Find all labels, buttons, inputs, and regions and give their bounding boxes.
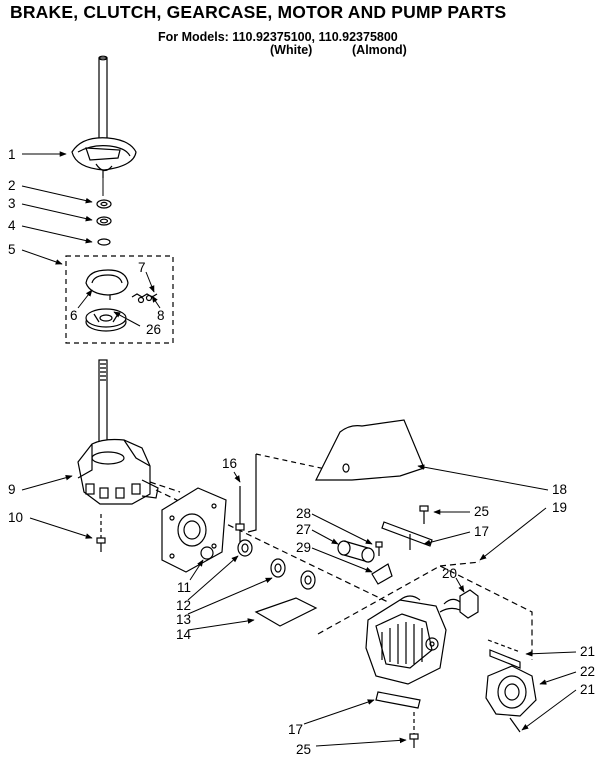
washer-part-2 [96, 199, 112, 209]
callout-13: 13 [176, 612, 191, 627]
callout-22: 22 [580, 664, 595, 679]
callout-1: 1 [8, 147, 16, 162]
callout-18: 18 [552, 482, 567, 497]
clutch-hub-part-26 [85, 308, 127, 332]
callout-6: 6 [70, 308, 78, 323]
callout-25-lower: 25 [296, 742, 311, 757]
shield-part-18 [315, 419, 425, 481]
bracket-part-17-lower [375, 691, 421, 709]
models-line: For Models: 110.92375100, 110.92375800 [158, 30, 398, 44]
switch-part-20 [439, 589, 479, 619]
callout-12: 12 [176, 598, 191, 613]
bracket-part-17-upper [381, 521, 433, 547]
callout-17-upper: 17 [474, 524, 489, 539]
agitator-shaft-upper [98, 55, 108, 151]
agitator-shaft-lower [98, 359, 108, 451]
coupling-part-13 [270, 558, 316, 590]
seal-part-3 [96, 216, 112, 226]
variant-white: (White) [270, 43, 313, 57]
callout-19: 19 [552, 500, 567, 515]
callout-28: 28 [296, 506, 311, 521]
callout-25-upper: 25 [474, 504, 489, 519]
callout-10: 10 [8, 510, 23, 525]
callout-21-lower: 21 [580, 682, 595, 697]
motor [365, 595, 447, 685]
screw-part-16 [235, 486, 245, 542]
callout-20: 20 [442, 566, 457, 581]
callout-17-lower: 17 [288, 722, 303, 737]
callout-8: 8 [157, 308, 165, 323]
callout-11: 11 [177, 580, 191, 595]
gearcase-part-9 [77, 438, 159, 505]
pad-part-14 [254, 597, 318, 627]
callout-3: 3 [8, 196, 16, 211]
page-title: BRAKE, CLUTCH, GEARCASE, MOTOR AND PUMP … [10, 2, 507, 22]
callout-14: 14 [176, 627, 192, 642]
capacitor-part-27 [337, 540, 375, 563]
mount-plate [161, 487, 227, 573]
callout-21-upper: 21 [580, 644, 595, 659]
clip-part-29 [371, 563, 393, 585]
callout-9: 9 [8, 482, 16, 497]
ring-part-4 [97, 238, 111, 246]
callout-4: 4 [8, 218, 16, 233]
callout-7: 7 [138, 260, 146, 275]
clutch-assembly-box-part-5 [65, 255, 174, 344]
screw-part-28 [375, 541, 383, 556]
screw-part-25-upper [419, 505, 429, 524]
screw-part-25-lower [409, 712, 419, 748]
coupling-part-11 [200, 546, 214, 560]
callout-5: 5 [8, 242, 16, 257]
bolt-part-10 [96, 514, 106, 552]
callout-27: 27 [296, 522, 311, 537]
motor-outline-part-19 [317, 565, 533, 660]
callout-29: 29 [296, 540, 311, 555]
brake-assembly-part-1 [71, 137, 137, 178]
part-21-upper [487, 639, 521, 653]
part-21-lower [509, 717, 521, 733]
callout-16: 16 [222, 456, 237, 471]
clutch-spring-part-6 [85, 269, 129, 300]
callout-26: 26 [146, 322, 161, 337]
variant-almond: (Almond) [352, 43, 407, 57]
pump-part-22 [485, 665, 537, 717]
callout-2: 2 [8, 178, 16, 193]
coupling-part-12 [237, 539, 253, 557]
